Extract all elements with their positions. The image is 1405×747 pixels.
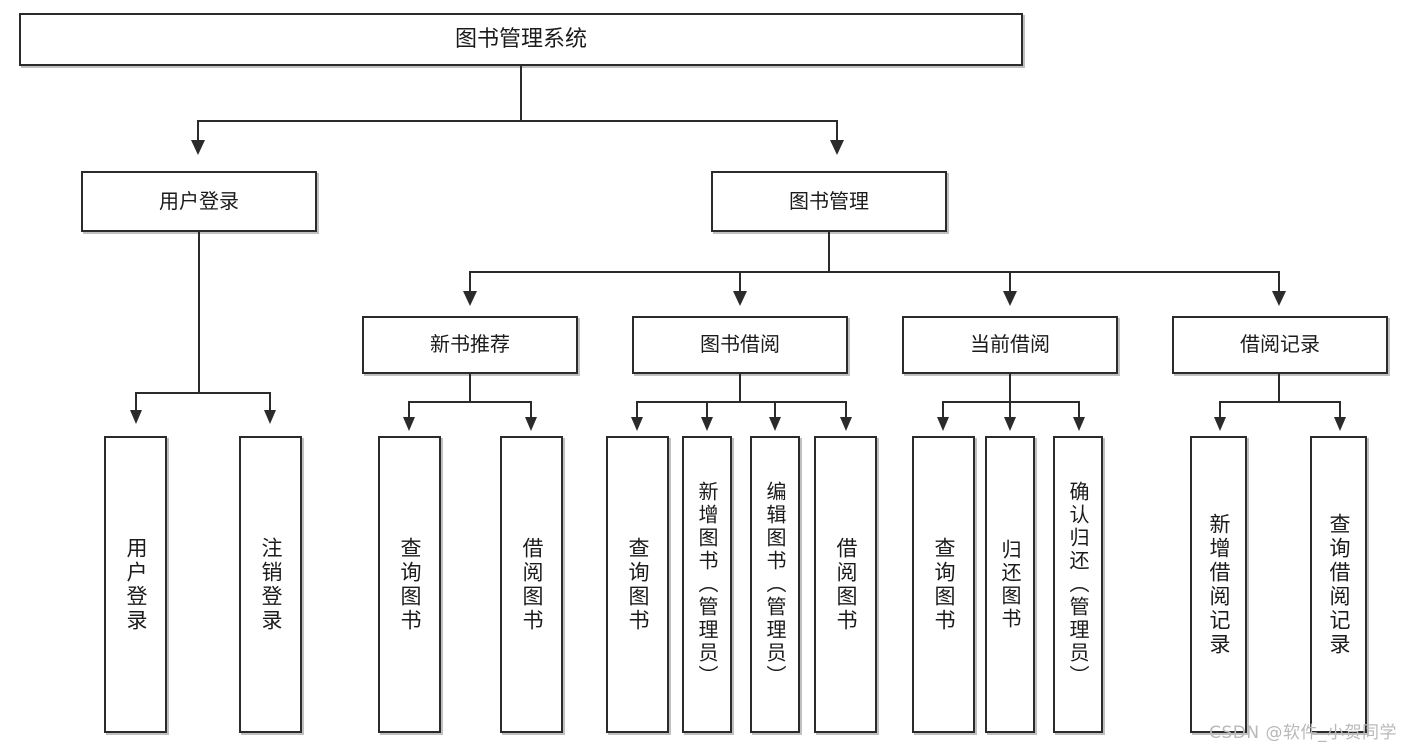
node-leaf-add-record[interactable]: 新增借阅记录 [1190,436,1247,733]
node-user-login-label: 用户登录 [159,188,239,213]
connector-cb-3 [1078,401,1080,419]
arrow-to-current-borrow [1003,291,1017,306]
connector-to-current-borrow [1009,271,1011,293]
connector-root-down [520,66,522,121]
node-leaf-query-book-2[interactable]: 查询图书 [606,436,669,733]
connector-book-borrow-bus [636,401,847,403]
arrow-leaf-add-book [701,417,713,431]
connector-book-borrow-down [739,374,741,402]
connector-nbr-left [408,401,410,419]
connector-to-new-book-rec [469,271,471,293]
leaf-label: 查询图书 [932,536,956,633]
node-new-book-rec[interactable]: 新书推荐 [362,316,578,374]
connector-br-left [1219,401,1221,419]
leaf-label: 归还图书 [998,538,1022,631]
node-leaf-return-book[interactable]: 归还图书 [985,436,1035,733]
connector-to-book-manage [836,120,838,142]
connector-to-book-borrow [739,271,741,293]
node-leaf-query-record[interactable]: 查询借阅记录 [1310,436,1367,733]
leaf-label: 编辑图书（管理员） [763,481,787,688]
arrow-to-book-manage [830,140,844,155]
leaf-label: 查询借阅记录 [1327,512,1351,657]
node-current-borrow-label: 当前借阅 [970,332,1050,357]
connector-book-manage-down [828,232,830,272]
node-leaf-query-book-3[interactable]: 查询图书 [912,436,975,733]
arrow-leaf-confirm-return [1073,417,1085,431]
connector-borrow-record-bus [1219,401,1341,403]
node-new-book-rec-label: 新书推荐 [430,332,510,357]
leaf-label: 确认归还（管理员） [1066,481,1090,688]
connector-new-book-rec-bus [408,401,532,403]
leaf-label: 查询图书 [398,536,422,633]
node-book-borrow[interactable]: 图书借阅 [632,316,848,374]
connector-borrow-record-down [1278,374,1280,402]
leaf-label: 查询图书 [626,536,650,633]
connector-bb-2 [706,401,708,419]
arrow-leaf-query-book-3 [937,417,949,431]
arrow-leaf-query-record [1334,417,1346,431]
connector-new-book-rec-down [469,374,471,402]
node-leaf-borrow-book-2[interactable]: 借阅图书 [814,436,877,733]
connector-bb-1 [636,401,638,419]
arrow-leaf-borrow-book-2 [840,417,852,431]
node-leaf-borrow-book-1[interactable]: 借阅图书 [500,436,563,733]
node-borrow-record[interactable]: 借阅记录 [1172,316,1388,374]
connector-to-borrow-record [1278,271,1280,293]
connector-level1-bus [197,120,838,122]
leaf-label: 新增借阅记录 [1207,512,1231,657]
connector-br-right [1339,401,1341,419]
connector-user-login-down [198,232,200,393]
arrow-to-book-borrow [733,291,747,306]
leaf-label: 新增图书（管理员） [695,481,719,688]
node-root[interactable]: 图书管理系统 [19,13,1023,66]
node-user-login[interactable]: 用户登录 [81,171,317,232]
arrow-leaf-return-book [1004,417,1016,431]
connector-cb-2 [1009,401,1011,419]
node-leaf-edit-book[interactable]: 编辑图书（管理员） [750,436,800,733]
node-current-borrow[interactable]: 当前借阅 [902,316,1118,374]
leaf-label: 借阅图书 [834,536,858,633]
node-leaf-user-logout[interactable]: 注销登录 [239,436,302,733]
node-root-label: 图书管理系统 [454,26,587,52]
connector-user-login-left [135,392,137,412]
leaf-label: 注销登录 [259,536,283,633]
node-book-manage[interactable]: 图书管理 [711,171,947,232]
arrow-to-borrow-record [1272,291,1286,306]
node-leaf-user-login[interactable]: 用户登录 [104,436,167,733]
arrow-leaf-query-book-2 [631,417,643,431]
arrow-leaf-user-logout [264,410,276,424]
connector-bb-3 [774,401,776,419]
node-book-manage-label: 图书管理 [789,188,869,213]
leaf-label: 用户登录 [124,536,148,633]
node-leaf-add-book[interactable]: 新增图书（管理员） [682,436,732,733]
connector-to-user-login [197,120,199,142]
connector-current-borrow-down [1009,374,1011,402]
node-leaf-confirm-return[interactable]: 确认归还（管理员） [1053,436,1103,733]
node-borrow-record-label: 借阅记录 [1240,332,1320,357]
connector-cb-1 [942,401,944,419]
connector-user-login-right [269,392,271,412]
connector-level2-bus [469,271,1280,273]
arrow-leaf-add-record [1214,417,1226,431]
connector-nbr-right [530,401,532,419]
node-leaf-query-book-1[interactable]: 查询图书 [378,436,441,733]
leaf-label: 借阅图书 [520,536,544,633]
arrow-leaf-query-book-1 [403,417,415,431]
arrow-to-user-login [191,140,205,155]
arrow-leaf-edit-book [769,417,781,431]
connector-user-login-bus [135,392,271,394]
arrow-to-new-book-rec [463,291,477,306]
connector-bb-4 [845,401,847,419]
connector-current-borrow-bus [942,401,1080,403]
arrow-leaf-borrow-book-1 [525,417,537,431]
node-book-borrow-label: 图书借阅 [700,332,780,357]
arrow-leaf-user-login [130,410,142,424]
